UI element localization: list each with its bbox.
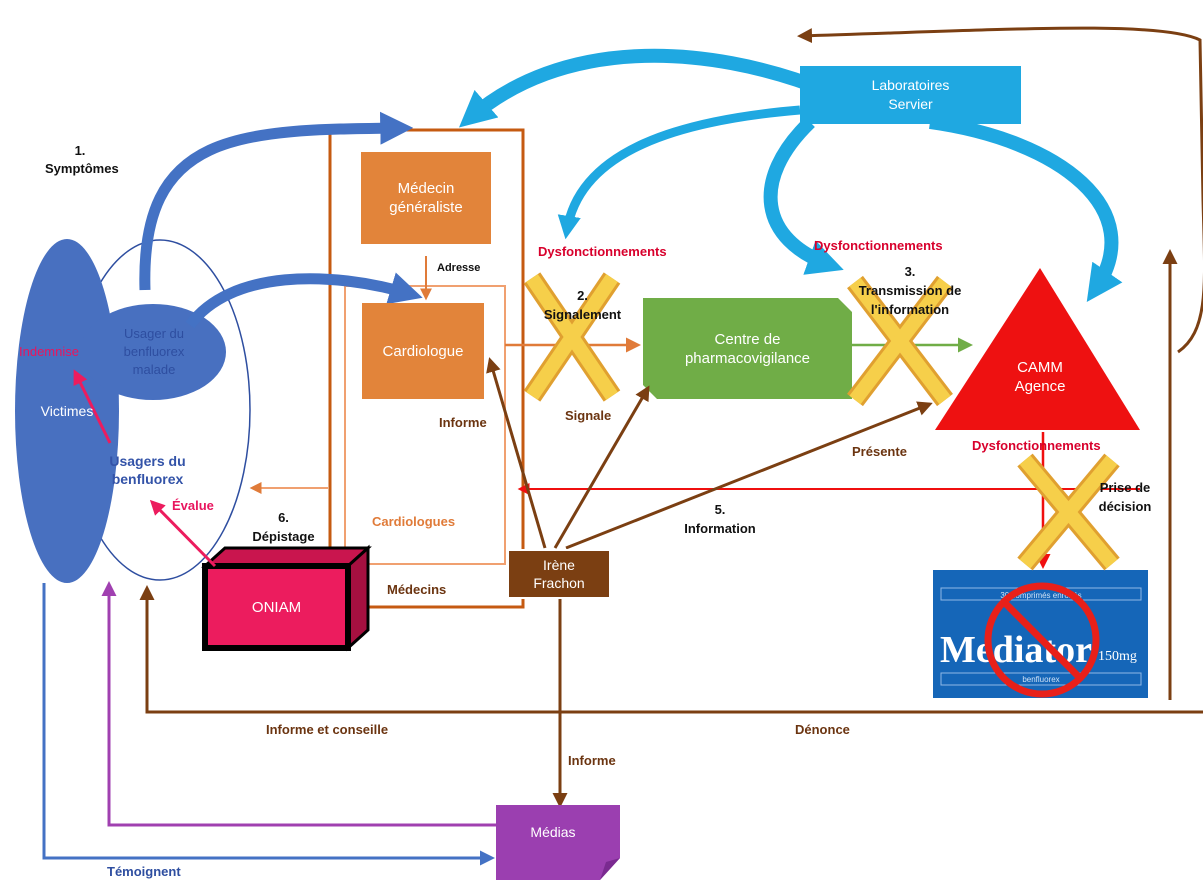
information-label: 5. Information: [684, 502, 756, 536]
usagers-benfluorex-label: Usagers du benfluorex: [109, 453, 186, 487]
evalue-label: Évalue: [172, 498, 214, 513]
cross-transmission: [847, 275, 953, 407]
medecin-generaliste-label: Médecin généraliste: [389, 180, 463, 216]
medias-fold: [600, 858, 620, 880]
mediator-bottom-text: benfluorex: [1022, 675, 1059, 684]
laboratoires-label: Laboratoires Servier: [871, 77, 950, 112]
usager-malade-ellipse: [80, 304, 226, 400]
cardiologue-box: [362, 303, 484, 399]
cross-signalement: [523, 272, 621, 402]
evalue-arrow: [149, 499, 217, 568]
victimes-label: Victimes: [40, 402, 94, 419]
symptomes-arrow-to-cardiologue: [185, 272, 423, 329]
denonce-top-path: [797, 26, 1203, 354]
labo-arrow-to-transmission: [763, 116, 844, 275]
medecins-group-label: Médecins: [387, 582, 447, 597]
dysfonctionnements-2-label: Dysfonctionnements: [814, 238, 943, 253]
usager-malade-label: Usager du benfluorex malade: [123, 326, 185, 377]
dysfonctionnements-1-label: Dysfonctionnements: [538, 244, 667, 259]
camm-triangle: [935, 268, 1140, 430]
transmission-label: 3. Transmission de l'information: [858, 264, 962, 317]
medias-to-usagers-arrow: [101, 581, 496, 827]
informe-cardiologue-label: Informe: [439, 415, 487, 430]
signalement-label: 2. Signalement: [543, 288, 622, 322]
centre-pharmacovigilance-shape: [643, 298, 852, 399]
oniam-label: ONIAM: [251, 598, 302, 616]
oniam-shape: [201, 544, 372, 652]
presente-label: Présente: [852, 444, 907, 459]
medias-label: Médias: [530, 823, 576, 840]
temoignent-arrow: [42, 583, 495, 866]
mediator-top-text: 30 comprimés enrobés: [1000, 591, 1081, 600]
signale-label: Signale: [565, 408, 612, 423]
camm-agence-label: CAMM Agence: [1014, 359, 1066, 395]
cardiologue-label: Cardiologue: [382, 342, 464, 360]
medecin-generaliste-box: [361, 152, 491, 244]
centre-pharmacovigilance-label: Centre de pharmacovigilance: [684, 330, 811, 367]
labo-arrow-to-medecins: [458, 48, 833, 128]
indemnise-label: Indemnise: [19, 344, 79, 359]
mediator-box: 30 comprimés enrobés Mediator 150mg benf…: [933, 570, 1148, 698]
informe-conseille-label: Informe et conseille: [266, 722, 389, 737]
indemnise-arrow: [73, 369, 112, 444]
medecins-group-frame: [328, 128, 525, 609]
labo-arrow-to-camm: [929, 115, 1123, 303]
cross-prise-decision: [1017, 453, 1120, 571]
medias-shape: [496, 805, 620, 880]
laboratoires-box: [800, 66, 1021, 124]
signale-arrow: [553, 385, 650, 549]
symptomes-label: 1. Symptômes: [45, 143, 119, 176]
depistage-label: 6. Dépistage: [252, 510, 315, 544]
prise-decision-label: Prise de décision: [1098, 480, 1152, 514]
informe-medias-label: Informe: [568, 753, 616, 768]
cardiologues-group-label: Cardiologues: [372, 514, 456, 529]
labo-arrow-to-centre: [557, 105, 801, 240]
denonce-label: Dénonce: [795, 722, 850, 737]
dysfonctionnements-3-label: Dysfonctionnements: [972, 438, 1101, 453]
temoignent-label: Témoignent: [107, 864, 181, 879]
irene-frachon-box: [507, 549, 611, 599]
denonce-bottom-path: [139, 585, 1203, 714]
adresse-label: Adresse: [437, 262, 481, 274]
informe-cardiologue-arrow: [486, 357, 547, 549]
symptomes-arrow-to-generaliste: [139, 111, 414, 291]
mediator-dose-text: 150mg: [1098, 649, 1137, 664]
irene-frachon-label: Irène Frachon: [533, 557, 585, 591]
presente-arrow: [565, 401, 933, 550]
